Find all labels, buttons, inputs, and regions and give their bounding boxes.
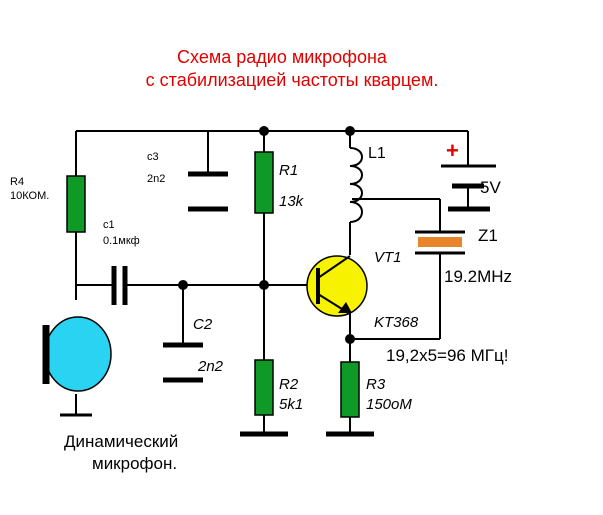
- resistor-r2: [240, 359, 288, 437]
- battery-5v: [441, 164, 496, 212]
- inductor-l1: [349, 147, 363, 223]
- c1-value: 0.1мкф: [103, 235, 140, 247]
- c3-value: 2n2: [147, 173, 165, 185]
- c3-label: c3: [147, 151, 159, 163]
- capacitor-c3: [188, 171, 228, 212]
- z1-frequency: 19.2MHz: [444, 267, 512, 286]
- wires: [75, 130, 469, 415]
- battery-plus-sign: +: [446, 138, 459, 163]
- transistor-vt1: [306, 255, 368, 317]
- frequency-note: 19,2x5=96 МГц!: [386, 346, 508, 365]
- vt1-label: VT1: [374, 249, 402, 266]
- r3-value: 150оМ: [366, 396, 412, 413]
- r1-value: 13k: [279, 193, 305, 210]
- resistor-r1: [254, 151, 274, 214]
- c2-value: 2n2: [197, 358, 224, 375]
- title-line-2: с стабилизацией частоты кварцем.: [146, 70, 439, 90]
- c1-label: c1: [103, 219, 115, 231]
- microphone-label-line-2: микрофон.: [92, 454, 177, 473]
- microphone-label-line-1: Динамический: [64, 432, 178, 451]
- vt1-type: KT368: [374, 314, 419, 331]
- title-line-1: Схема радио микрофона: [177, 47, 388, 67]
- r3-label: R3: [366, 376, 386, 393]
- battery-voltage: 5V: [480, 178, 501, 197]
- r4-label: R4: [10, 176, 24, 188]
- z1-label: Z1: [478, 226, 498, 245]
- capacitor-c2: [163, 342, 203, 383]
- resistor-r4: [66, 175, 86, 233]
- r1-label: R1: [279, 162, 298, 179]
- crystal-z1: [415, 230, 465, 255]
- l1-label: L1: [368, 145, 386, 162]
- capacitor-c1: [111, 266, 128, 305]
- microphone: [42, 316, 112, 417]
- c2-label: C2: [193, 316, 213, 333]
- junction-dots: [178, 126, 355, 344]
- r2-label: R2: [279, 376, 299, 393]
- r4-value: 10КОМ.: [10, 190, 49, 202]
- resistor-r3: [326, 361, 374, 437]
- r2-value: 5k1: [279, 396, 303, 413]
